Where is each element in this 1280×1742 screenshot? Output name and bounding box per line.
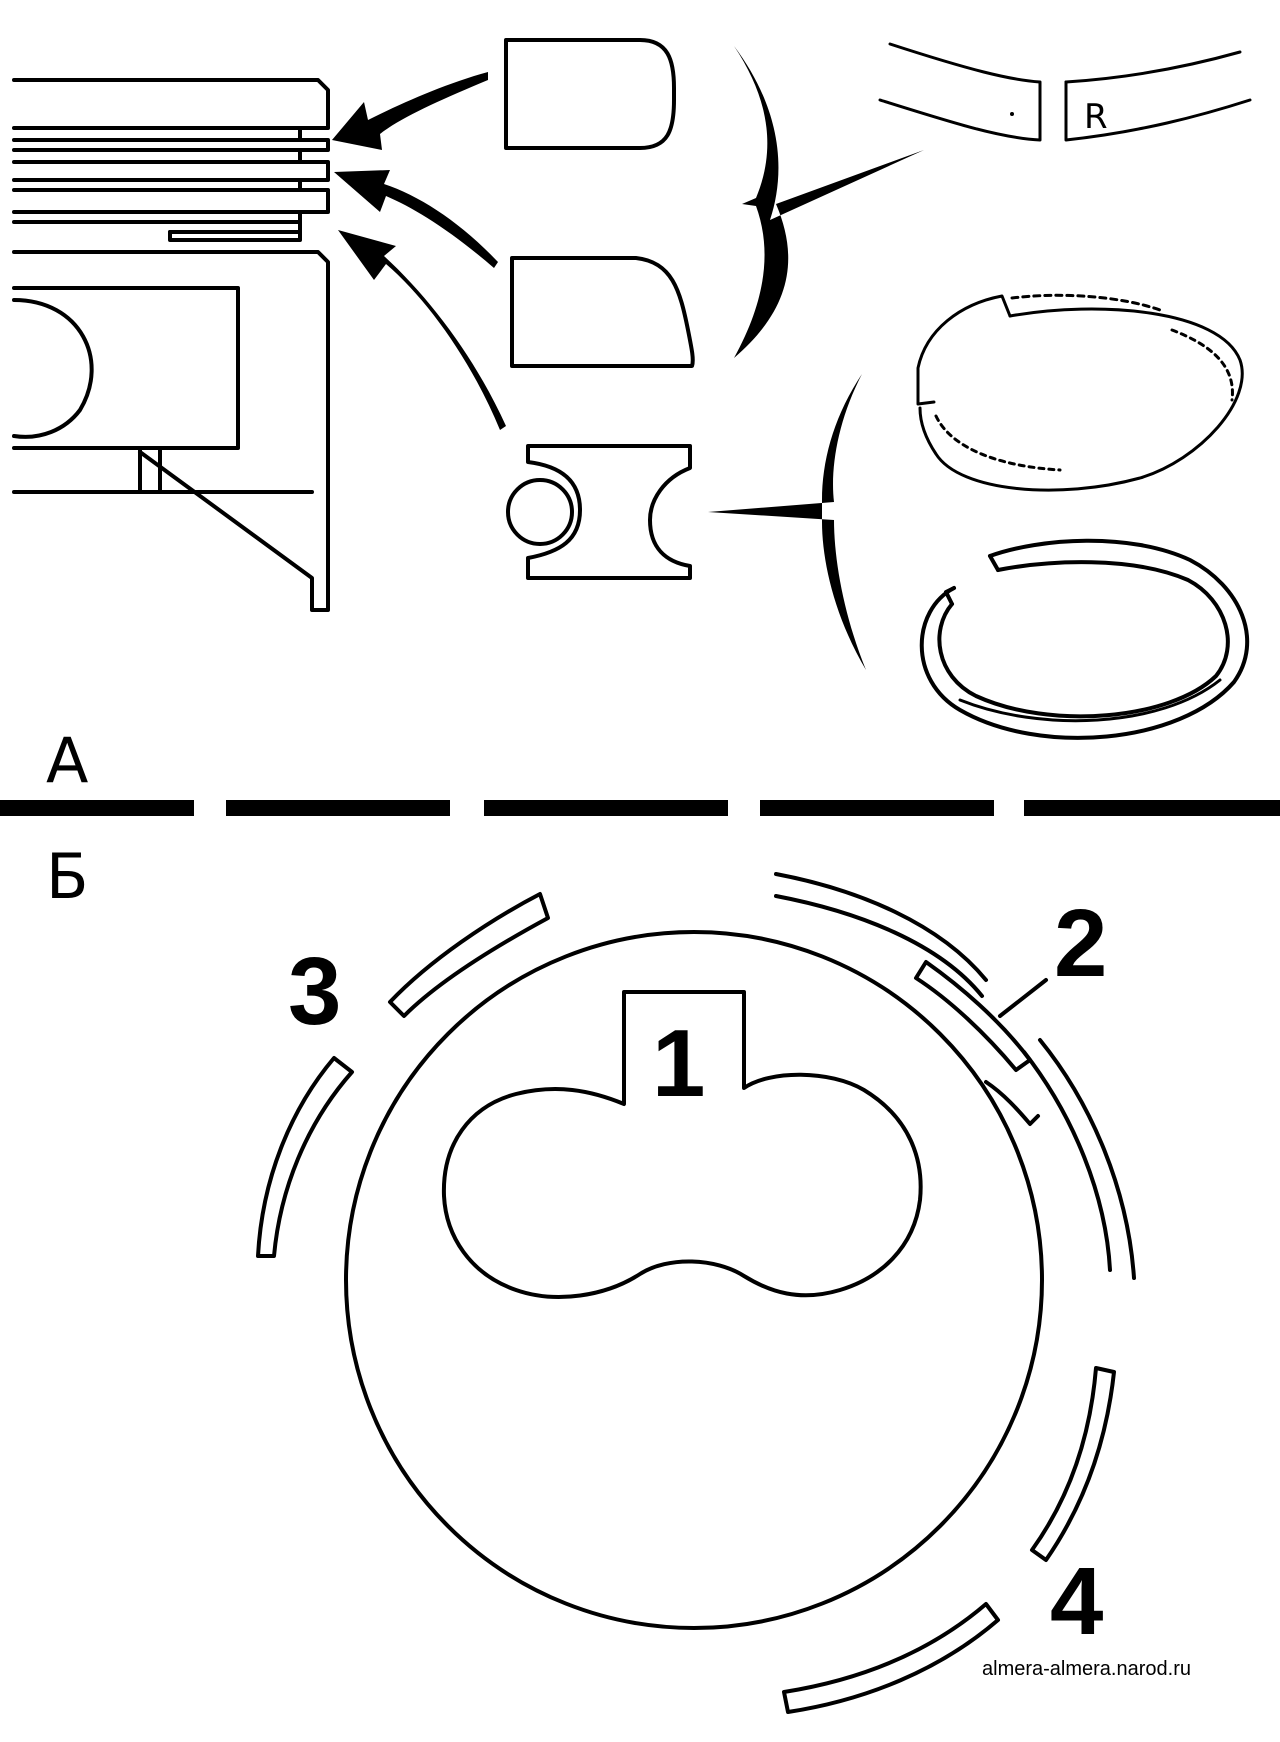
callout-4: 4 [1050,1548,1103,1655]
ring-marking-r: R [1084,97,1108,137]
callout-3: 3 [288,938,341,1045]
piston-side-view [12,78,330,612]
oil-ring-profile [506,444,692,580]
section-b-label: Б [46,840,89,913]
callout-1: 1 [652,1010,705,1117]
rail-ring [919,538,1250,740]
lower-brace [708,374,866,670]
section-a-label: А [46,724,88,797]
groove-arrows [332,72,506,430]
section-divider [0,800,1280,816]
upper-brace [734,46,924,358]
top-ring-profile [504,38,676,150]
callout-2: 2 [1054,890,1107,997]
watermark-url: almera-almera.narod.ru [982,1658,1191,1680]
piston-top-view [344,930,1044,1630]
second-ring-profile [510,256,695,368]
ring-gap-arcs [256,872,1136,1714]
ring-marking-detail: R [878,42,1252,142]
expander-ring [916,293,1244,492]
